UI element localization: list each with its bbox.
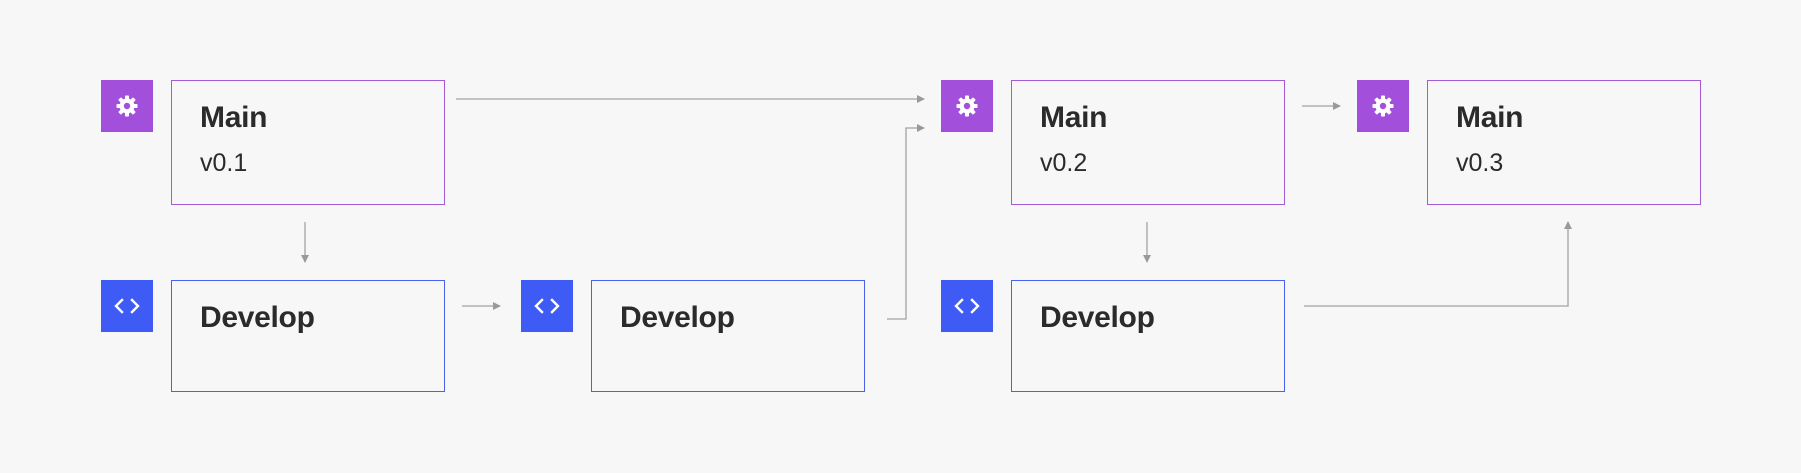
code-brackets-icon-glyph (114, 298, 140, 314)
main-node-v0-2: Main v0.2 (1011, 80, 1285, 205)
code-brackets-icon (941, 280, 993, 332)
main-node-v0-1: Main v0.1 (171, 80, 445, 205)
node-version: v0.2 (1040, 149, 1088, 177)
node-version: v0.1 (200, 149, 248, 177)
node-title: Develop (200, 301, 315, 334)
node-title: Main (200, 101, 268, 134)
code-brackets-icon (521, 280, 573, 332)
arrow-dev2-to-main2 (887, 124, 925, 320)
code-brackets-icon-glyph (534, 298, 560, 314)
node-title: Main (1040, 101, 1108, 134)
gear-icon (1357, 80, 1409, 132)
gear-icon-glyph (956, 95, 978, 117)
node-title: Develop (620, 301, 735, 334)
node-title: Develop (1040, 301, 1155, 334)
develop-node-3: Develop (1011, 280, 1285, 392)
gear-icon-glyph (116, 95, 138, 117)
gear-icon-glyph (1372, 95, 1394, 117)
code-brackets-icon-glyph (954, 298, 980, 314)
main-node-v0-3: Main v0.3 (1427, 80, 1701, 205)
gear-icon (941, 80, 993, 132)
arrow-dev3-to-main3 (1304, 221, 1572, 307)
develop-node-1: Develop (171, 280, 445, 392)
develop-node-2: Develop (591, 280, 865, 392)
gear-icon (101, 80, 153, 132)
code-brackets-icon (101, 280, 153, 332)
node-title: Main (1456, 101, 1524, 134)
node-version: v0.3 (1456, 149, 1504, 177)
